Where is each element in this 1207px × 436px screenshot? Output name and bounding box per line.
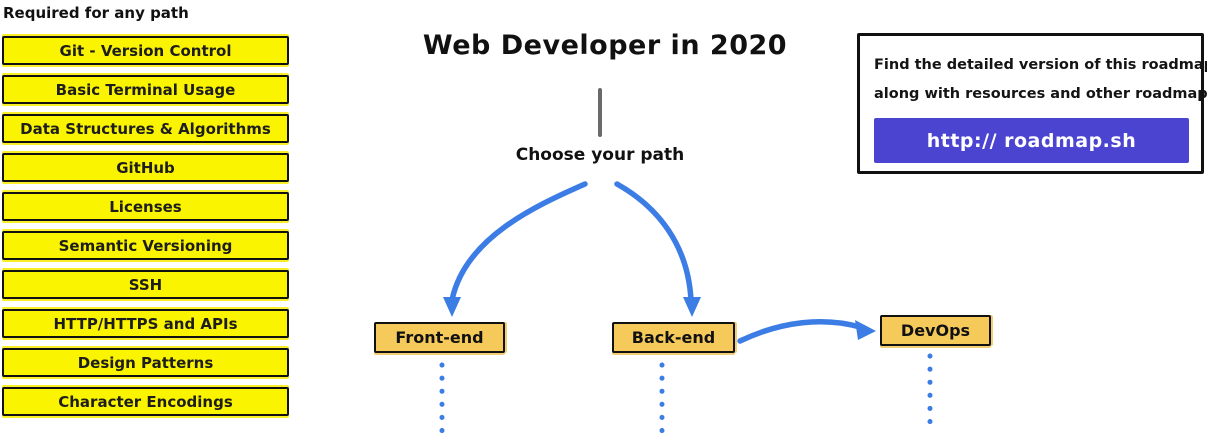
node-frontend[interactable]: Front-end (374, 322, 505, 353)
topic-box-http-apis[interactable]: HTTP/HTTPS and APIs (2, 309, 289, 338)
node-backend[interactable]: Back-end (612, 322, 735, 353)
page-title: Web Developer in 2020 (422, 30, 788, 61)
title-stem-line (598, 88, 602, 137)
topic-box-data-structures[interactable]: Data Structures & Algorithms (2, 114, 289, 143)
topic-box-licenses[interactable]: Licenses (2, 192, 289, 221)
topic-box-github[interactable]: GitHub (2, 153, 289, 182)
choose-path-label: Choose your path (515, 145, 685, 165)
arrow-to-backend-head (683, 297, 701, 317)
topic-box-git[interactable]: Git - Version Control (2, 36, 289, 65)
topic-box-ssh[interactable]: SSH (2, 270, 289, 299)
info-line-2: along with resources and other roadmaps (874, 86, 1207, 102)
topic-box-character-encodings[interactable]: Character Encodings (2, 387, 289, 416)
info-line-1: Find the detailed version of this roadma… (874, 57, 1207, 73)
topic-box-design-patterns[interactable]: Design Patterns (2, 348, 289, 377)
roadmap-url-button[interactable]: http:// roadmap.sh (874, 118, 1189, 163)
arrow-to-devops-head (855, 320, 876, 340)
required-topics-list: Git - Version Control Basic Terminal Usa… (2, 36, 289, 426)
node-devops[interactable]: DevOps (880, 315, 991, 346)
arrow-to-frontend (449, 181, 588, 303)
topic-box-semver[interactable]: Semantic Versioning (2, 231, 289, 260)
arrow-to-backend (614, 181, 694, 303)
arrow-to-frontend-head (443, 297, 461, 317)
info-card: Find the detailed version of this roadma… (857, 33, 1207, 174)
required-section-heading: Required for any path (3, 4, 189, 22)
topic-box-terminal[interactable]: Basic Terminal Usage (2, 75, 289, 104)
arrow-to-devops (737, 318, 863, 344)
